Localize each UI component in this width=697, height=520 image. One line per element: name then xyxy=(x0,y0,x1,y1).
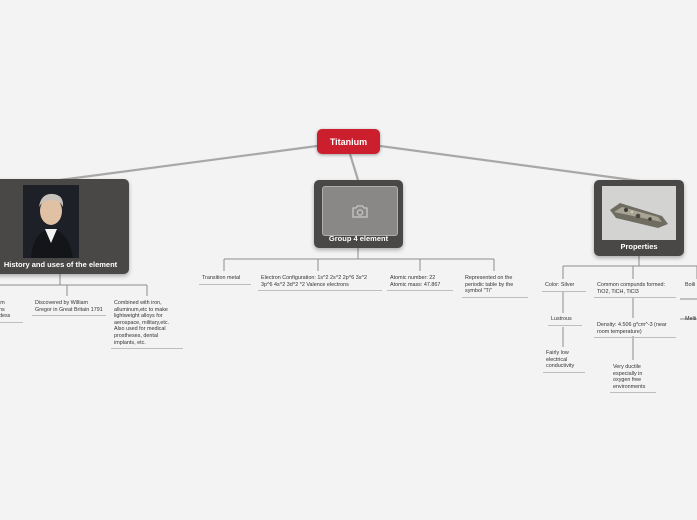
main-topic-history[interactable]: History and uses of the element xyxy=(0,179,129,274)
main-topic-label: History and uses of the element xyxy=(3,260,118,269)
image-placeholder xyxy=(322,186,398,236)
group-item[interactable]: Represented on the periodic table by the… xyxy=(462,275,528,298)
properties-item[interactable]: Melti xyxy=(685,316,697,322)
central-topic-titanium[interactable]: Titanium xyxy=(317,129,380,154)
main-topic-label: Properties xyxy=(620,242,658,251)
properties-item[interactable]: Very ductile especially in oxygen free e… xyxy=(610,364,656,394)
properties-item[interactable]: Lustrous xyxy=(548,316,582,326)
titanium-sample-image xyxy=(602,186,676,240)
history-item[interactable]: Combined with iron, alluminum,etc to mak… xyxy=(111,300,183,350)
history-item[interactable]: anium (titans goddess xyxy=(0,300,23,323)
main-topic-group-4[interactable]: Group 4 element xyxy=(314,180,403,248)
main-topic-properties[interactable]: Properties xyxy=(594,180,684,256)
group-item[interactable]: Electron Configuration: 1s^2 2s^2 2p^6 3… xyxy=(258,275,382,292)
main-topic-label: Group 4 element xyxy=(328,234,389,243)
group-item[interactable]: Atomic number: 22 Atomic mass: 47.867 xyxy=(387,275,453,292)
properties-item[interactable]: Boili xyxy=(685,282,696,288)
properties-item[interactable]: Common compunds formed: TiO2, TiCH, TiCl… xyxy=(594,282,676,299)
group-item[interactable]: Transition metal xyxy=(199,275,251,285)
properties-item[interactable]: Density: 4.506 g*cm^-3 (near room temper… xyxy=(594,322,676,339)
history-item[interactable]: Discovered by William Gregor in Great Br… xyxy=(32,300,106,317)
properties-item[interactable]: Color: Silver xyxy=(542,282,586,292)
portrait-image xyxy=(23,185,79,258)
properties-item[interactable]: Fairly low electrical conductivity xyxy=(543,350,585,373)
central-topic-label: Titanium xyxy=(329,136,368,147)
camera-icon xyxy=(352,204,368,218)
